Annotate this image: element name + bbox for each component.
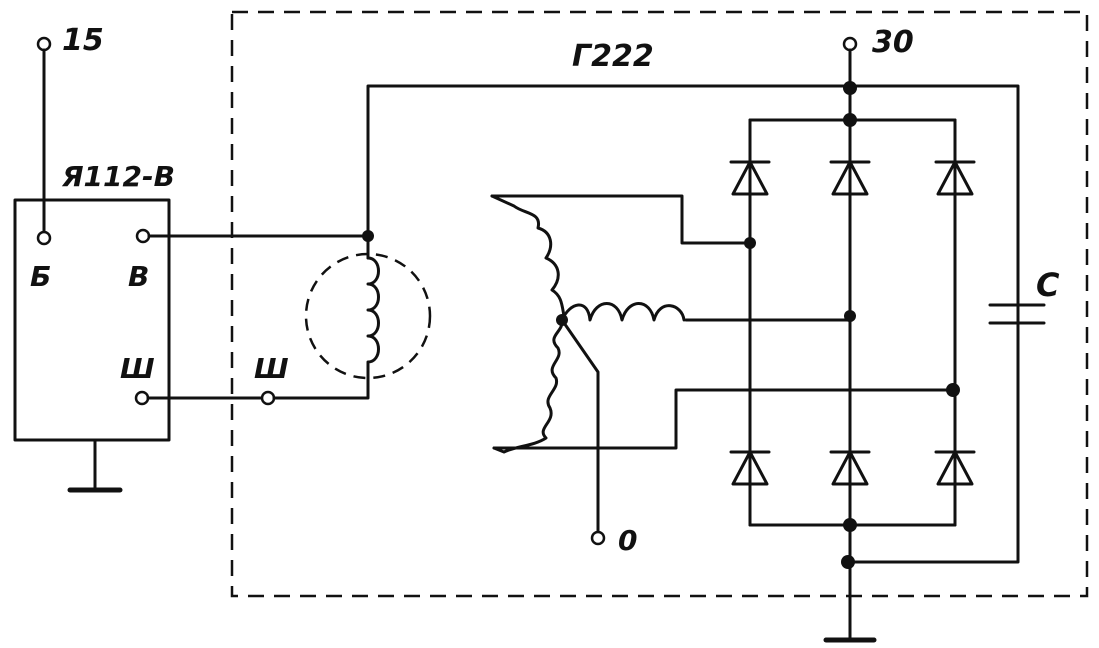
regulator-label: Я112-В bbox=[61, 160, 175, 193]
stator-winding-upper bbox=[490, 194, 566, 318]
terminal-reg-b-label: Б bbox=[30, 260, 51, 293]
junction-30-top bbox=[843, 81, 857, 95]
diode-lower-left bbox=[729, 450, 771, 486]
junction-phase-a bbox=[744, 237, 756, 249]
rotor-outline bbox=[304, 252, 432, 380]
terminal-reg-v-label: В bbox=[128, 260, 149, 293]
terminal-reg-b bbox=[36, 230, 52, 246]
terminal-reg-sh-label: Ш bbox=[120, 352, 155, 385]
terminal-15 bbox=[36, 36, 52, 52]
capacitor-label: С bbox=[1036, 266, 1060, 304]
junction-phase-b bbox=[844, 310, 856, 322]
junction-ground-bus bbox=[841, 555, 855, 569]
wire-field-to-output bbox=[366, 84, 1020, 564]
terminal-reg-v bbox=[135, 228, 151, 244]
stator-winding-lower bbox=[492, 318, 564, 454]
generator-boundary bbox=[230, 10, 1089, 598]
diode-lower-mid bbox=[829, 450, 871, 486]
junction-phase-c bbox=[946, 383, 960, 397]
terminal-reg-sh bbox=[134, 390, 150, 406]
diode-upper-left bbox=[729, 160, 771, 196]
phase-lead-a bbox=[490, 194, 752, 245]
wire-sh-to-field bbox=[272, 374, 370, 400]
terminal-neutral bbox=[590, 530, 606, 546]
diode-upper-mid bbox=[829, 160, 871, 196]
terminal-gen-sh-label: Ш bbox=[254, 352, 289, 385]
terminal-neutral-label: 0 bbox=[618, 524, 637, 557]
terminal-30 bbox=[842, 36, 858, 52]
terminal-gen-sh bbox=[260, 390, 276, 406]
terminal-30-label: 30 bbox=[872, 25, 914, 60]
junction-bottom-rail bbox=[843, 518, 857, 532]
neutral-lead bbox=[560, 318, 600, 534]
stator-winding-right bbox=[560, 302, 686, 322]
field-winding-coil bbox=[366, 256, 380, 378]
phase-lead-c bbox=[492, 388, 957, 450]
terminal-15-label: 15 bbox=[62, 23, 104, 58]
diode-lower-right bbox=[934, 450, 976, 486]
junction-field-v bbox=[362, 230, 374, 242]
regulator-box bbox=[13, 198, 171, 442]
diode-upper-right bbox=[934, 160, 976, 196]
generator-label: Г222 bbox=[572, 39, 654, 74]
